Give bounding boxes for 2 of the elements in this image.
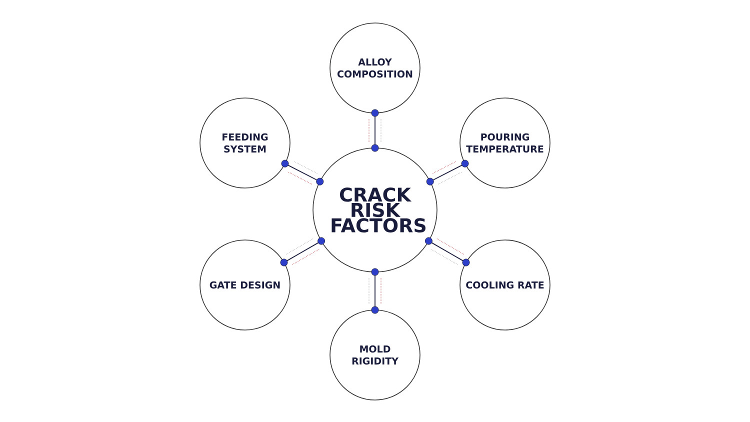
connector — [284, 238, 322, 265]
connector — [428, 238, 466, 265]
